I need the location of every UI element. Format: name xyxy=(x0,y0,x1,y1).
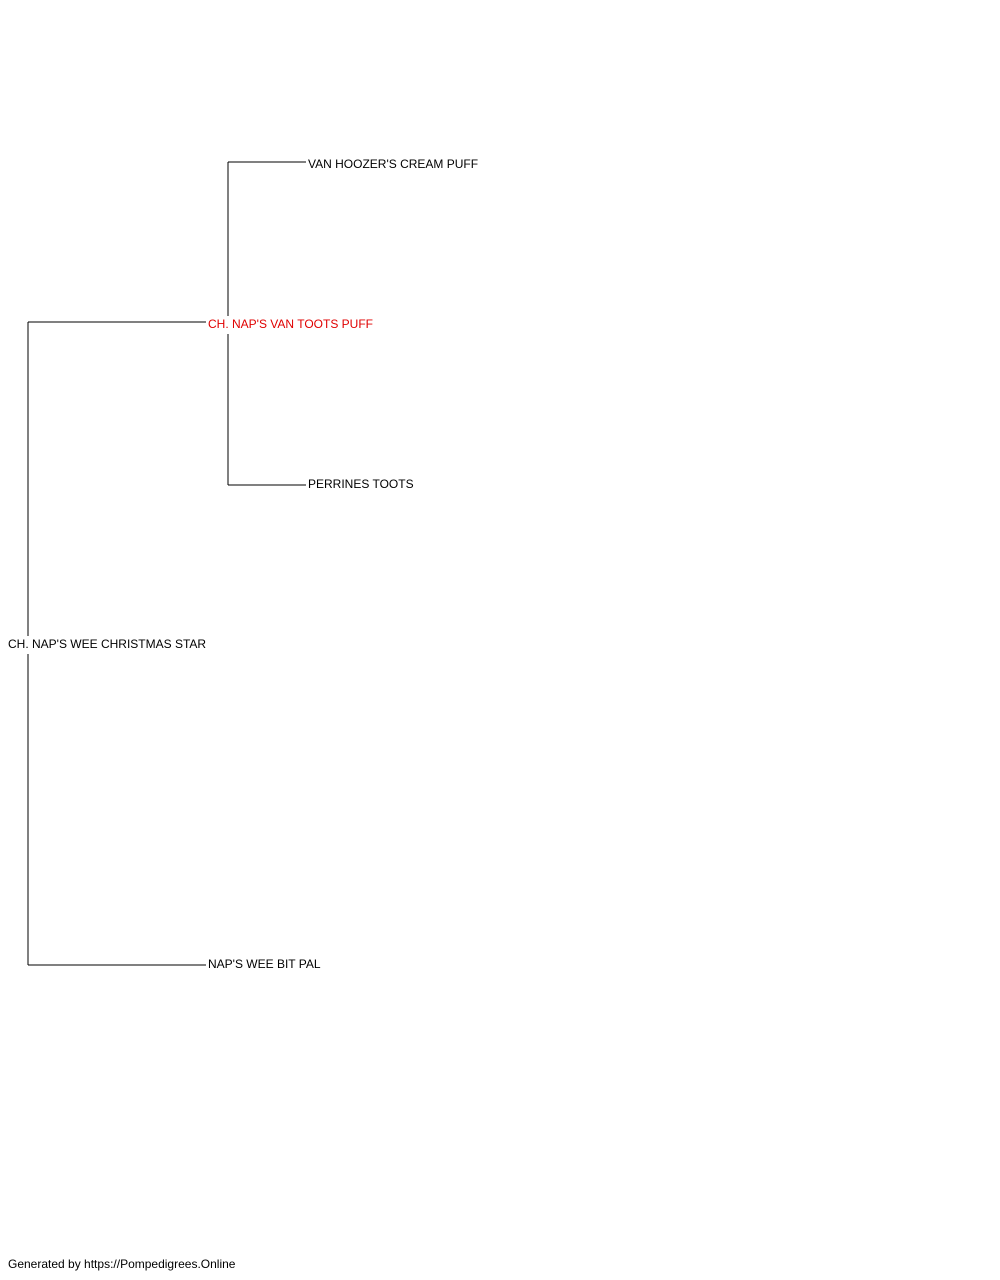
sire-name[interactable]: CH. NAP'S VAN TOOTS PUFF xyxy=(208,317,373,331)
dam-name[interactable]: NAP'S WEE BIT PAL xyxy=(208,957,321,971)
sire-dam-name[interactable]: PERRINES TOOTS xyxy=(308,477,414,491)
generated-by-footer: Generated by https://Pompedigrees.Online xyxy=(8,1257,236,1271)
sire-sire-name[interactable]: VAN HOOZER'S CREAM PUFF xyxy=(308,157,479,171)
subject-name: CH. NAP'S WEE CHRISTMAS STAR xyxy=(8,637,207,651)
